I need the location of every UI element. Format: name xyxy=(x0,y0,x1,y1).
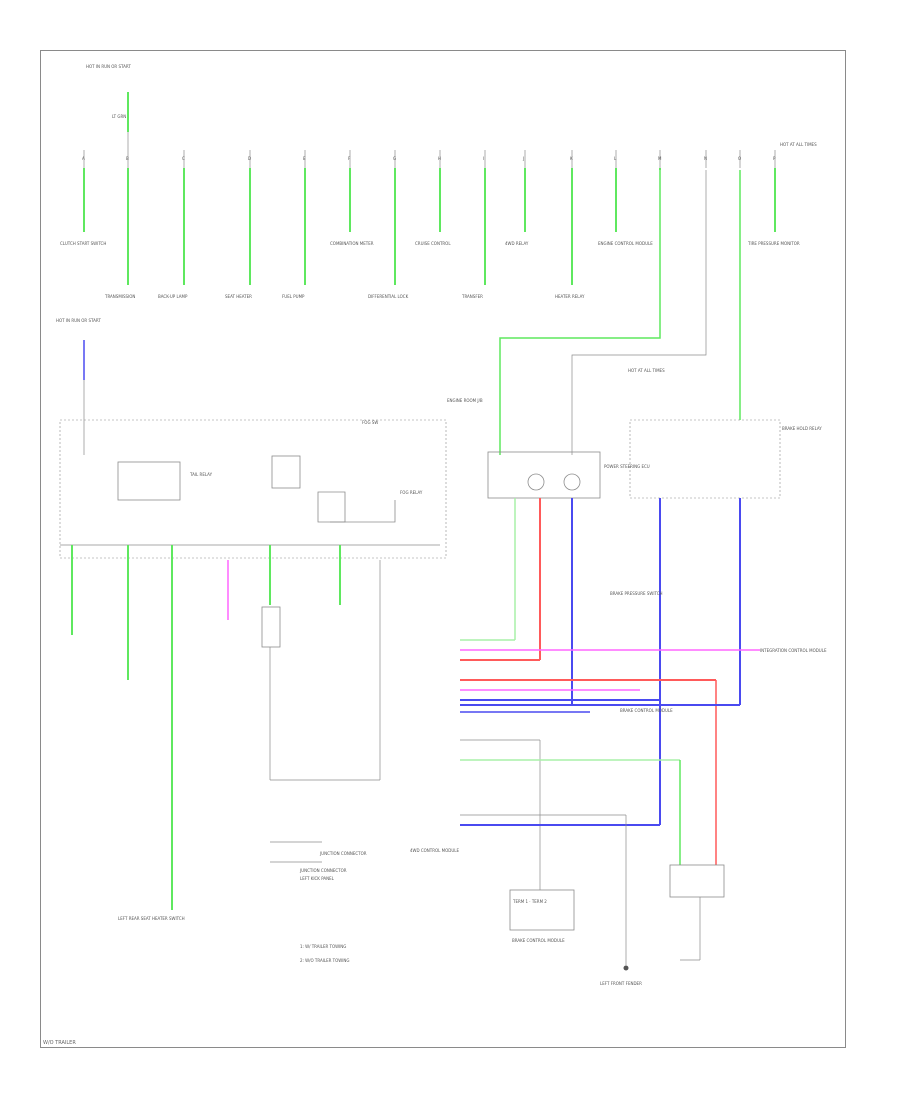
branch-label-6: COMBINATION METER xyxy=(330,241,374,246)
ecu-block: POWER STEERING ECU HOT AT ALL TIMES BRAK… xyxy=(487,170,822,825)
mid-note: ENGINE ROOM J/B xyxy=(447,398,483,403)
right-fuse-label: HOT AT ALL TIMES xyxy=(628,368,665,373)
branch-code: P xyxy=(773,156,776,161)
ground-left-label: JUNCTION CONNECTOR xyxy=(299,868,347,873)
upper-right-note: HOT AT ALL TIMES xyxy=(780,142,817,147)
relay-mid-label: FOG RELAY xyxy=(400,490,423,495)
branch-labels: CLUTCH START SWITCH TRANSMISSION BACK-UP… xyxy=(60,142,817,299)
bottom-modules: BRAKE CONTROL MODULE TERM 1 · TERM 2 xyxy=(509,864,725,961)
pressure-switch-label: BRAKE PRESSURE SWITCH xyxy=(610,591,663,596)
ecu-label: POWER STEERING ECU xyxy=(604,464,650,469)
branch-label-2: TRANSMISSION xyxy=(104,294,135,299)
diagram-frame xyxy=(40,50,846,1048)
legend-2: 2: W/O TRAILER TOWING xyxy=(300,958,350,963)
branch-label-9: TRANSFER xyxy=(461,294,483,299)
branch-label-7: DIFFERENTIAL LOCK xyxy=(368,294,409,299)
branch-code: G xyxy=(393,156,396,161)
footer-note: W/O TRAILER xyxy=(43,1040,76,1046)
legend-1: 1: W/ TRAILER TOWING xyxy=(300,944,346,949)
branch-label-12: ENGINE CONTROL MODULE xyxy=(598,241,653,246)
branch-code: M xyxy=(658,156,662,161)
top-fuse-feed: HOT IN RUN OR START LT GRN xyxy=(86,64,131,150)
branch-code: O xyxy=(738,156,741,161)
left-fuse-label: HOT IN RUN OR START xyxy=(56,318,101,323)
left-relay-box: HOT IN RUN OR START TAIL RELAY FOG RELAY… xyxy=(56,318,483,559)
branch-label-5: FUEL PUMP xyxy=(282,294,305,299)
branch-code: H xyxy=(438,156,441,161)
branch-label-8: CRUISE CONTROL xyxy=(415,241,451,246)
branch-label-1: CLUTCH START SWITCH xyxy=(60,241,106,246)
branch-code: D xyxy=(248,156,251,161)
branch-label-11: HEATER RELAY xyxy=(555,294,585,299)
branch-code: C xyxy=(182,156,185,161)
branch-wires: A B C D E F G H I J K L M N O P xyxy=(82,150,776,285)
branch-code: K xyxy=(570,156,573,161)
branch-code: N xyxy=(704,156,707,161)
branch-label-3: BACK-UP LAMP xyxy=(158,294,188,299)
bottom-module-pins: TERM 1 · TERM 2 xyxy=(512,899,547,904)
top-fuse-circuit: LT GRN xyxy=(112,114,126,119)
right-relay-label: BRAKE HOLD RELAY xyxy=(782,426,822,431)
mid-block-note: 4WD CONTROL MODULE xyxy=(410,848,459,853)
branch-code: A xyxy=(82,156,85,161)
ground-left2-label: LEFT KICK PANEL xyxy=(300,876,335,881)
bottom-module-label: BRAKE CONTROL MODULE xyxy=(512,938,565,943)
pink-dest-label: INTEGRATION CONTROL MODULE xyxy=(760,648,827,653)
branch-label-10: 4WD RELAY xyxy=(505,241,529,246)
ground-right-label: LEFT FRONT FENDER xyxy=(600,981,642,986)
branch-code: I xyxy=(483,156,484,161)
left-wire-box-label: JUNCTION CONNECTOR xyxy=(319,851,367,856)
branch-code: B xyxy=(126,156,129,161)
branch-code: E xyxy=(303,156,306,161)
bottom-left-note: LEFT REAR SEAT HEATER SWITCH xyxy=(118,916,185,921)
branch-code: J xyxy=(522,156,524,161)
branch-code: L xyxy=(614,156,617,161)
left-down-wires: JUNCTION CONNECTOR LEFT REAR SEAT HEATER… xyxy=(71,545,381,963)
relay-left-label: TAIL RELAY xyxy=(189,472,213,477)
relay-sw-label: FOG SW xyxy=(362,420,378,425)
harness-lines: INTEGRATION CONTROL MODULE BRAKE CONTROL… xyxy=(410,591,827,986)
branch-code: F xyxy=(348,156,351,161)
top-fuse-label: HOT IN RUN OR START xyxy=(86,64,131,69)
branch-label-13: TIRE PRESSURE MONITOR xyxy=(747,241,800,246)
ctrl-module-label: BRAKE CONTROL MODULE xyxy=(620,708,673,713)
branch-label-4: SEAT HEATER xyxy=(225,294,252,299)
